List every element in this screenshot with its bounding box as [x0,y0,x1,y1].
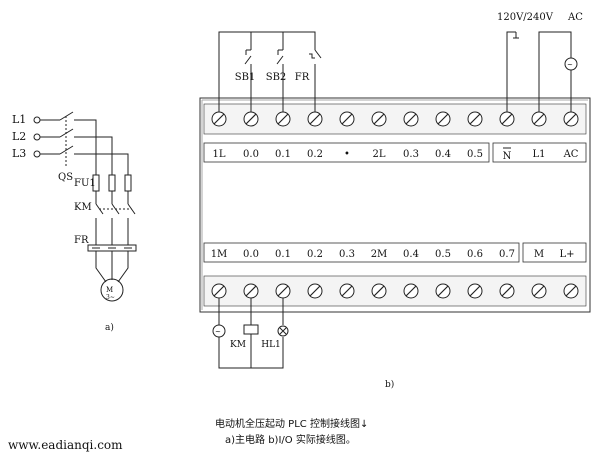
top-label-i0-2: 0.2 [307,149,323,160]
bottom-label-q0-2: 0.2 [307,249,323,260]
hl1-label: HL1 [261,340,281,350]
top-label-2l: 2L [372,149,385,160]
bottom-label-q0-1: 0.1 [275,249,291,260]
watermark: www.eadianqi.com [8,438,123,452]
top-label-n: N [503,151,512,162]
bottom-power-label-box [522,242,587,263]
caption-title: 电动机全压起动 PLC 控制接线图↓ [215,417,368,430]
qs-label: QS [58,172,73,183]
svg-text:~: ~ [567,61,573,69]
sb1-label: SB1 [235,72,256,83]
top-label-i0-0: 0.0 [243,149,259,160]
feeder-lines [74,119,129,175]
terminal-l2 [33,133,41,141]
top-label-1l: 1L [212,149,225,160]
incoming-lines [40,119,60,155]
bottom-terminal-screws [211,283,579,299]
km-coil [243,324,259,335]
top-power-label-box [492,142,587,163]
phase-label-l1: L1 [12,113,26,126]
bottom-label-m: M [534,249,544,260]
power-ac-label: AC [567,12,583,23]
km-coil-label: KM [230,340,246,350]
output-wiring: ~ KM HL1 [212,298,289,369]
bottom-label-q0-6: 0.6 [467,249,483,260]
bottom-label-1m: 1M [211,249,228,260]
fr-main-label: FR [74,235,89,246]
motor-symbol [100,278,124,302]
top-label-ac: AC [563,149,579,160]
bottom-label-q0-4: 0.4 [403,249,419,260]
phase-label-l2: L2 [12,130,26,143]
caption: 电动机全压起动 PLC 控制接线图↓ a)主电路 b)I/O 实际接线图。 ww… [8,417,368,452]
top-label-dot: • [344,149,350,160]
bottom-label-q0-3: 0.3 [339,249,355,260]
svg-text:M: M [106,286,113,294]
sb2-switch [276,49,284,112]
top-label-l1: L1 [532,149,545,160]
bottom-label-2m: 2M [371,249,388,260]
neutral-ground [506,31,519,112]
fr-contact [309,49,322,112]
bottom-label-q0-7: 0.7 [499,249,515,260]
power-wiring: 120V/240V AC ~ [497,12,583,112]
sb2-label: SB2 [266,72,287,83]
svg-text:~: ~ [215,328,221,336]
fr-input-label: FR [295,72,310,83]
top-label-i0-4: 0.4 [435,149,451,160]
fuse-3 [124,174,132,192]
top-input-label-box [203,142,490,163]
fuse-2 [108,174,116,192]
phase-label-l3: L3 [12,147,26,160]
sb1-switch [244,49,252,112]
bottom-label-q0-0: 0.0 [243,249,259,260]
plc-io-wiring: 1L 0.0 0.1 0.2 • 2L 0.3 0.4 0.5 N L1 AC … [199,12,591,390]
bottom-label-l-plus: L+ [559,249,574,260]
hl1-lamp [277,325,289,337]
bottom-terminal-strip [203,275,587,307]
svg-text:3~: 3~ [106,294,115,301]
top-label-i0-5: 0.5 [467,149,483,160]
main-circuit: L1 L2 L3 QS FU1 KM FR M 3~ [12,111,137,333]
power-voltage-label: 120V/240V [497,12,554,23]
panel-label-b: b) [385,379,394,390]
top-label-i0-1: 0.1 [275,149,291,160]
panel-label-a: a) [105,322,114,333]
terminal-l3 [33,150,41,158]
top-label-i0-3: 0.3 [403,149,419,160]
caption-subtitle: a)主电路 b)I/O 实际接线图。 [225,433,356,446]
fu1-label: FU1 [74,178,96,189]
top-terminal-strip [203,103,587,135]
input-wiring: SB1 SB2 FR [218,31,322,112]
km-main-label: KM [74,202,92,213]
terminal-l1 [33,116,41,124]
bottom-label-q0-5: 0.5 [435,249,451,260]
bottom-output-label-box [203,242,520,263]
